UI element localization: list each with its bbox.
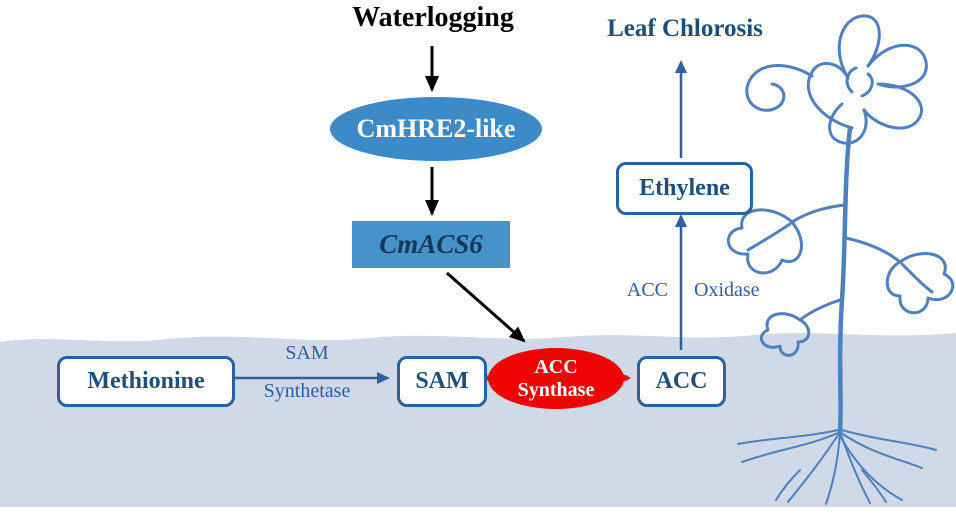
methionine-node: Methionine: [57, 356, 235, 407]
sam-synthetase-label-line1: SAM: [285, 342, 329, 364]
acc-oxidase-label-right: Oxidase: [694, 279, 760, 301]
acc-oxidase-label-left: ACC: [626, 279, 668, 301]
leaf-chlorosis-label: Leaf Chlorosis: [607, 15, 763, 42]
cmhre2-label: CmHRE2-like: [356, 114, 516, 143]
acc-synthase-label-line1: ACC: [534, 355, 578, 378]
acc-synthase-node: ACC Synthase: [488, 348, 624, 409]
sam-node: SAM: [397, 356, 487, 407]
arrow-cmacs6-to-acc-synthase: [446, 271, 526, 343]
cmacs6-label: CmACS6: [379, 229, 483, 259]
waterlogging-label: Waterlogging: [352, 2, 514, 33]
ethylene-node: Ethylene: [616, 162, 753, 215]
cmhre2-node: CmHRE2-like: [330, 97, 542, 161]
ethylene-label: Ethylene: [639, 175, 730, 201]
methionine-label: Methionine: [87, 368, 205, 394]
acc-label: ACC: [655, 368, 708, 394]
plant-illustration-icon: [726, 14, 955, 505]
acc-node: ACC: [637, 356, 726, 407]
acc-synthase-label-line2: Synthase: [517, 378, 595, 401]
cmacs6-node: CmACS6: [352, 221, 510, 268]
sam-label: SAM: [415, 368, 469, 394]
sam-synthetase-label-line2: Synthetase: [263, 380, 351, 402]
